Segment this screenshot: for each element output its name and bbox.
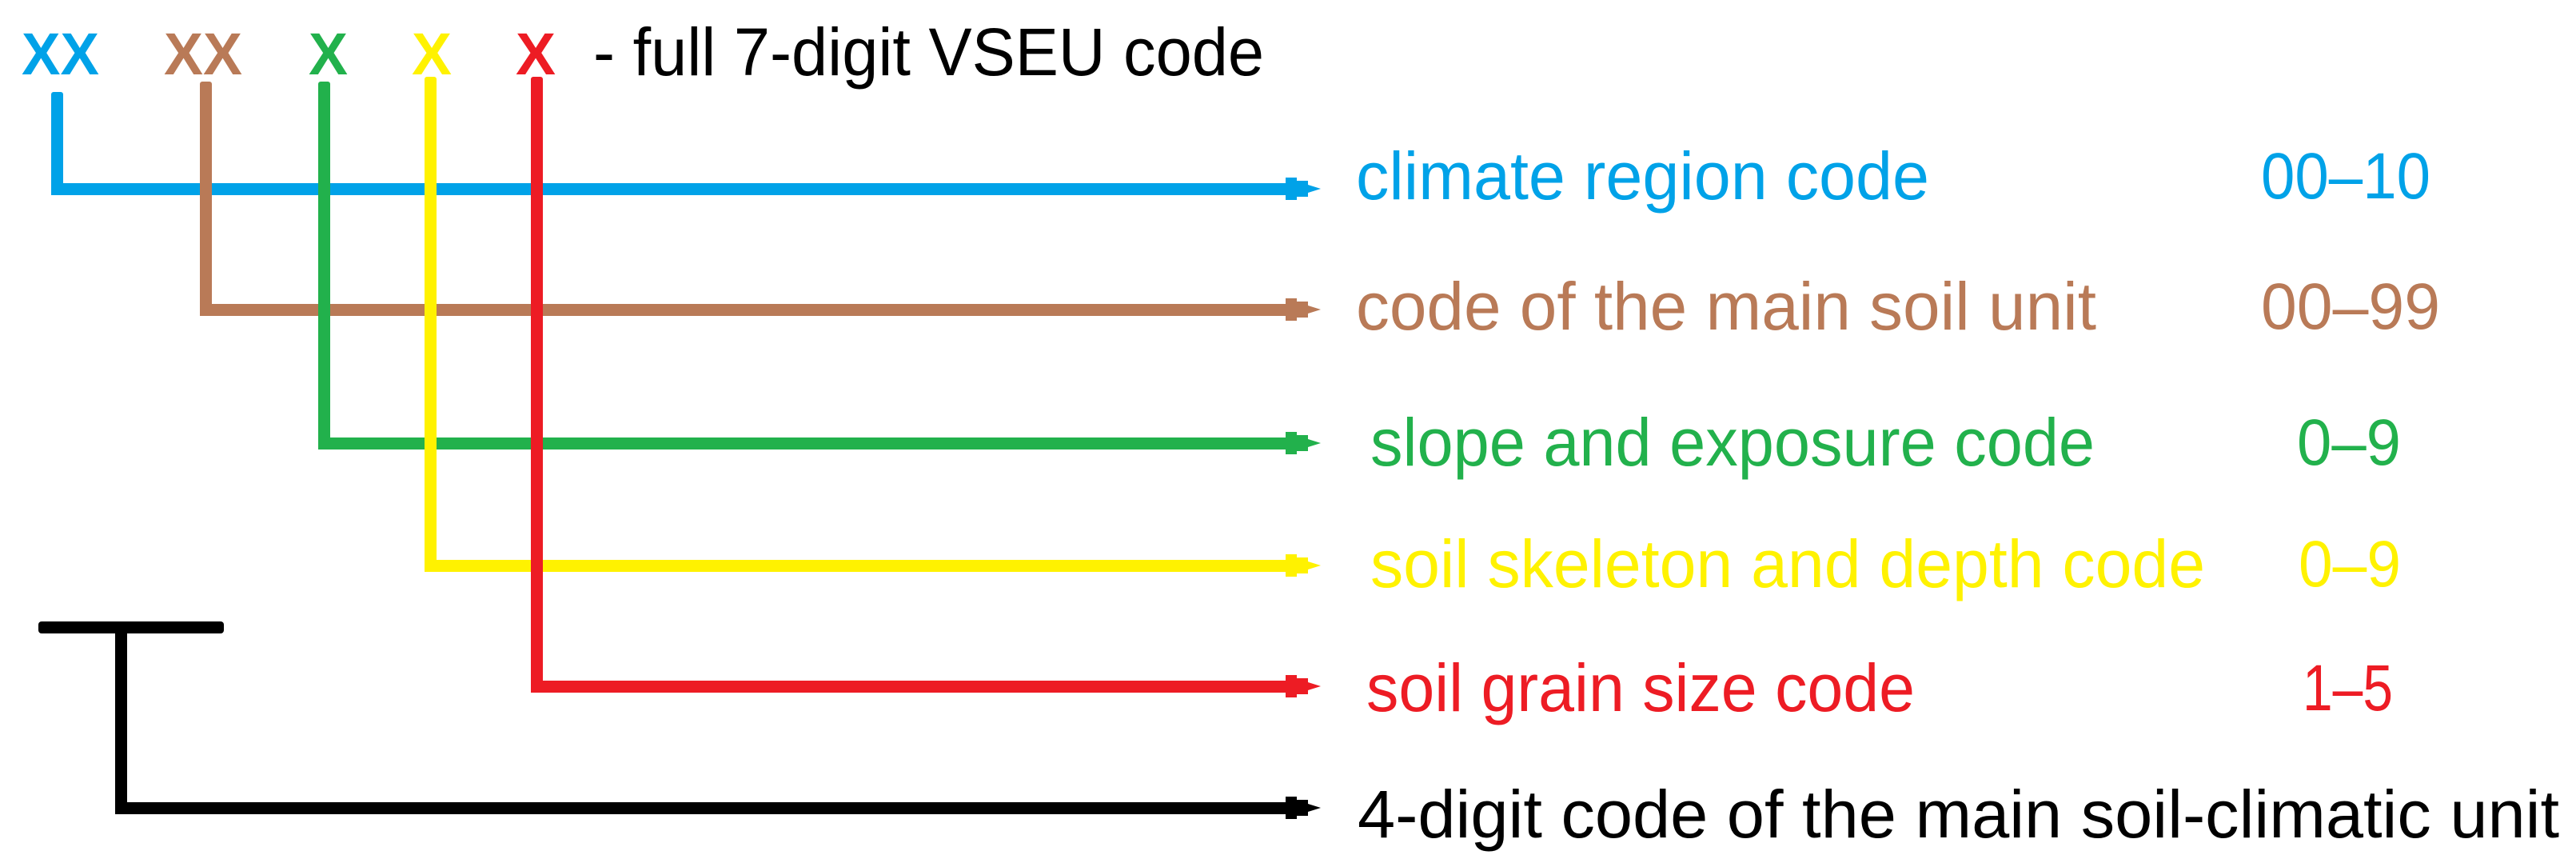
red-connector [531,675,1321,697]
green-connector [318,432,1321,454]
yellow-connector [425,554,1321,577]
range-main-soil-unit: 00–99 [2261,270,2440,343]
digit-mark-slope: X [309,21,348,88]
range-soil-skeleton-depth: 0–9 [2299,527,2401,601]
blue-connector [51,178,1321,200]
brown-vertical [200,82,212,316]
range-climate-region: 00–10 [2261,139,2430,213]
label-soil-grain-size: soil grain size code [1366,650,1915,726]
black-connector [115,797,1321,819]
digit-mark-grain: X [516,21,556,88]
bracket-stem [115,621,127,814]
blue-vertical [51,92,63,195]
label-climate-region: climate region code [1356,138,1929,214]
range-slope-exposure: 0–9 [2297,406,2401,479]
digit-mark-climate: XX [22,21,99,88]
digit-mark-skeleton: X [412,21,452,88]
range-soil-grain-size: 1–5 [2303,651,2393,725]
label-main-soil-unit: code of the main soil unit [1356,269,2096,345]
brown-connector [200,298,1321,321]
bracket-bar [38,621,224,633]
green-vertical [318,82,330,449]
diagram-title: - full 7-digit VSEU code [593,14,1264,90]
yellow-vertical [425,77,437,572]
label-soil-skeleton-depth: soil skeleton and depth code [1370,526,2205,602]
digit-mark-soil-unit: XX [164,21,242,88]
label-slope-exposure: slope and exposure code [1370,405,2095,481]
label-main-soil-climatic-unit: 4-digit code of the main soil-climatic u… [1358,777,2559,853]
red-vertical [531,77,543,693]
